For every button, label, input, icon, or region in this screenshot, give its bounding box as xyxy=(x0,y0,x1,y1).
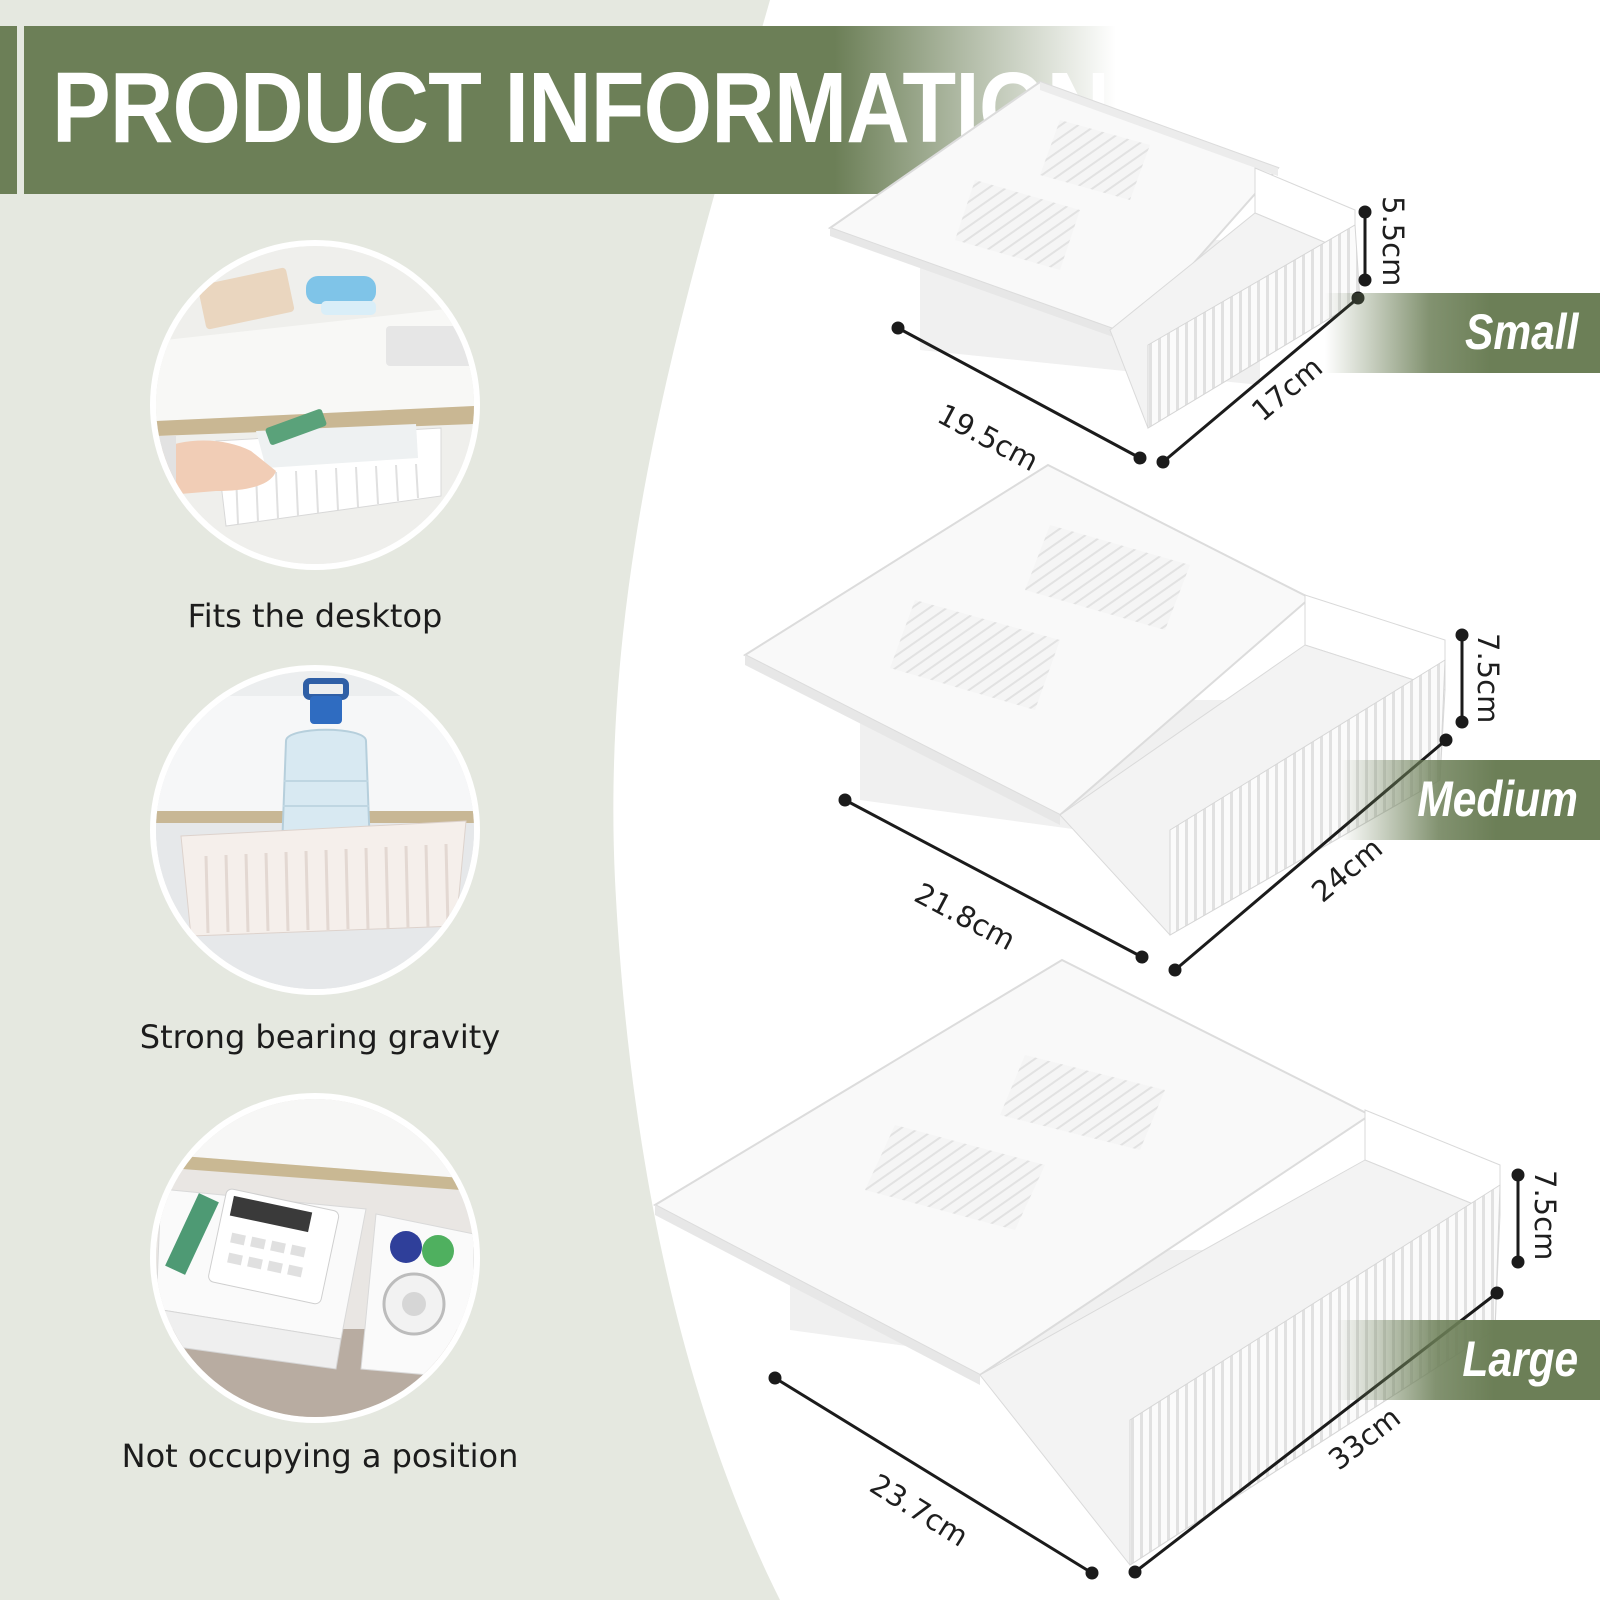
feature-photo-space xyxy=(150,1093,480,1423)
drawer-medium xyxy=(742,463,1446,936)
drawer-small xyxy=(827,80,1361,429)
dim-large-height: 7.5cm xyxy=(1528,1170,1562,1261)
size-label-small: Small xyxy=(1464,304,1578,360)
drawer-large xyxy=(652,958,1501,1566)
feature-caption-space: Not occupying a position xyxy=(121,1437,519,1475)
page-title: PRODUCT INFORMATION xyxy=(52,52,1110,164)
feature-caption-bearing: Strong bearing gravity xyxy=(139,1018,501,1056)
size-label-large: Large xyxy=(1462,1331,1578,1387)
size-tag-medium: Medium xyxy=(1340,760,1600,840)
banner-stripe xyxy=(0,26,17,194)
feature-photo-desktop xyxy=(150,240,480,570)
feature-caption-desktop: Fits the desktop xyxy=(187,597,443,635)
feature-photo-bearing xyxy=(150,665,480,995)
size-tag-small: Small xyxy=(1325,293,1600,373)
size-label-medium: Medium xyxy=(1417,771,1578,827)
dim-medium-height: 7.5cm xyxy=(1471,633,1505,724)
size-tag-large: Large xyxy=(1335,1320,1600,1400)
dim-small-height: 5.5cm xyxy=(1376,196,1410,287)
